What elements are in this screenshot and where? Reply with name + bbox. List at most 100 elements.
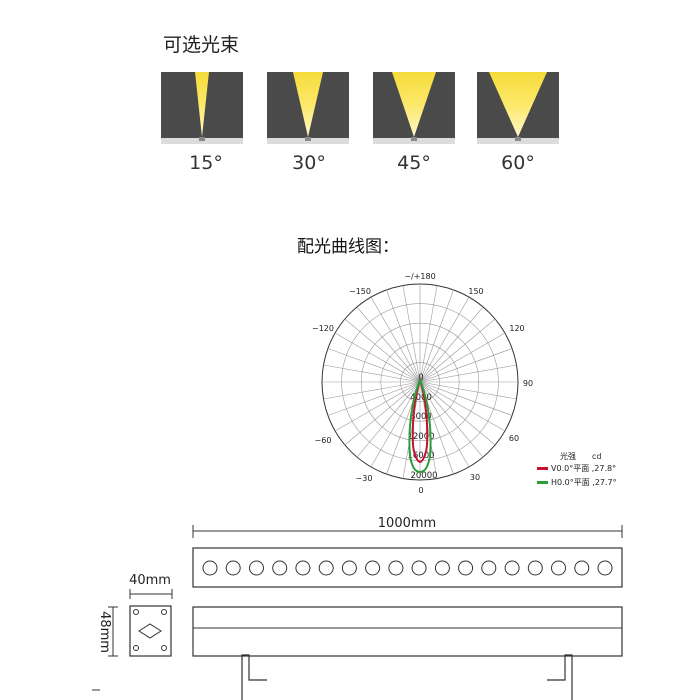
led-lens [411,560,427,576]
polar-spoke [419,381,513,416]
polar-spoke [419,348,513,383]
beam-card-60 [477,72,559,144]
led-lens [574,560,590,576]
beam-card-45 [373,72,455,144]
polar-spoke [419,318,496,383]
led-lens [551,560,566,576]
polar-spoke [344,381,421,446]
beam-30-illustration [267,72,349,144]
polar-curves [408,376,432,474]
beam-card-30 [267,72,349,144]
beam-card-15 [161,72,243,144]
angle-label-60: 60 [509,434,519,443]
led-lens [341,560,357,576]
led-lens [481,560,497,576]
polar-spoke [334,332,421,383]
led-lens [249,560,264,576]
polar-spoke [419,364,517,383]
led-lens [318,560,334,576]
polar-grid [321,283,519,481]
end-view-hole-tl [133,609,139,615]
polar-spoke [356,306,421,383]
polar-diagram-title: 配光曲线图： [297,237,399,257]
beam-label-30: 30° [292,152,326,174]
end-view-profile [129,605,172,657]
polar-spoke [327,381,421,416]
angle-label-0: 0 [418,486,423,495]
led-lens [272,560,288,576]
polar-spoke [323,364,421,383]
polar-spoke [419,381,470,468]
radial-label-16000: 16000 [407,451,434,461]
angle-label-120: 120 [509,324,524,333]
polar-spoke [419,296,470,383]
polar-spoke [419,381,438,479]
beam-15-illustration [161,72,243,144]
legend-title: 光强 [560,451,576,461]
polar-spoke [419,381,484,458]
angle-label-180: −/+180 [404,272,435,281]
led-lens [365,560,381,576]
angle-label-30: 30 [470,473,480,482]
polar-spoke [344,318,421,383]
legend-h-swatch [537,481,548,484]
fixture-side-view [192,606,623,657]
end-view-hole-bl [133,645,139,651]
angle-label-neg60: −60 [315,436,332,445]
polar-spoke [419,289,454,383]
led-lens [225,560,241,576]
height-label: 48mm [97,611,112,653]
led-row [202,560,613,576]
polar-spoke [370,381,421,468]
polar-angle-labels: −/+180 −150 150 −120 120 90 −60 60 −30 3… [312,272,533,495]
polar-spoke [402,285,421,383]
legend-unit: cd [592,452,601,461]
polar-spoke [419,285,438,383]
radial-label-20000: 20000 [410,471,437,481]
length-label: 1000mm [378,516,436,531]
polar-spoke [386,289,421,383]
angle-label-neg30: −30 [356,474,373,483]
polar-spoke [419,381,506,432]
bracket-left [241,654,267,700]
bracket-right [547,654,573,700]
polar-spoke [323,381,421,400]
polar-legend: 光强 cd V0.0°平面 ,27.8° H0.0°平面 ,27.7° [537,451,617,487]
led-lens [597,560,613,576]
angle-label-neg150: −150 [349,287,371,296]
radial-label-12000: 12000 [407,432,434,442]
dimension-drawing [92,525,623,700]
fixture-front-view [192,547,623,588]
radial-label-4000: 4000 [410,393,432,403]
polar-spoke [419,332,506,383]
radial-label-8000: 8000 [410,412,432,422]
legend-v-label: V0.0°平面 ,27.8° [551,464,616,473]
polar-spoke [327,348,421,383]
width-label: 40mm [129,573,171,588]
angle-label-neg120: −120 [312,324,334,333]
polar-spoke [419,381,496,446]
v-plane-curve [411,376,429,464]
radial-label-center: 0 [418,373,423,383]
polar-spoke [402,381,421,479]
led-lens [458,560,474,576]
angle-label-150: 150 [468,287,483,296]
beam-45-illustration [373,72,455,144]
beam-label-45: 45° [397,152,431,174]
polar-spoke [334,381,421,432]
led-lens [434,560,450,576]
polar-spoke [419,381,517,400]
polar-spoke [419,306,484,383]
polar-radial-labels: 0 4000 8000 12000 16000 20000 [407,373,437,481]
led-lens [504,560,520,576]
led-lens [202,560,218,576]
led-lens [527,560,543,576]
beam-label-15: 15° [189,152,223,174]
led-lens [295,560,311,576]
end-view-hole-tr [161,609,167,615]
polar-spoke [356,381,421,458]
polar-spoke [370,296,421,383]
led-lens [388,560,404,576]
beam-label-60: 60° [501,152,535,174]
